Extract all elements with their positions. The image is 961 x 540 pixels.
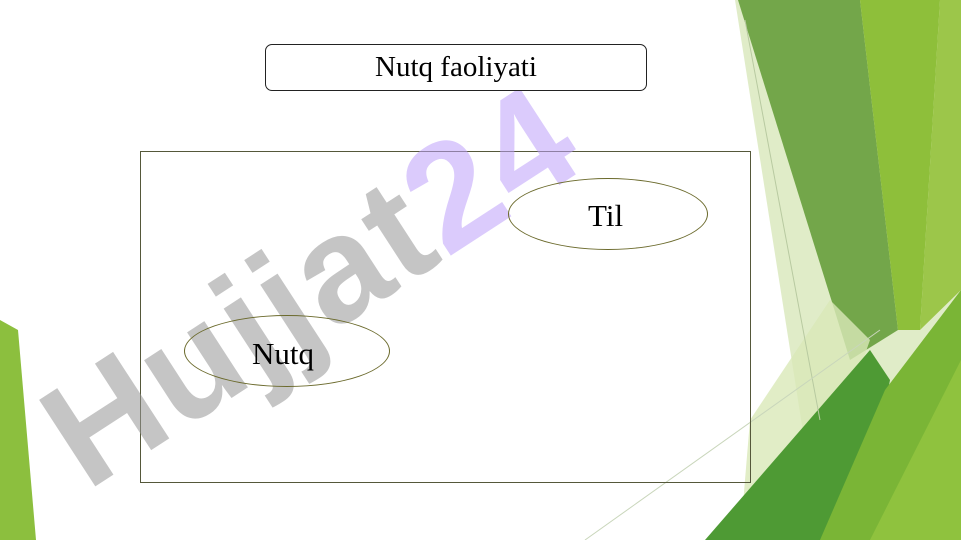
facet-line-1 (744, 19, 821, 421)
oval-bottom-label: Nutq (252, 336, 314, 371)
title-box: Nutq faoliyati (265, 44, 647, 91)
oval-bottom (184, 315, 390, 387)
facet-right-mid (738, 0, 898, 360)
facet-left-strip (0, 320, 36, 540)
facet-right-bright (860, 0, 940, 330)
facet-right-edge (920, 0, 961, 330)
oval-top (508, 178, 708, 250)
facet-line-2 (584, 329, 881, 540)
oval-top-label: Til (588, 198, 624, 233)
diagram-frame (140, 151, 751, 483)
slide-title: Nutq faoliyati (375, 51, 537, 83)
facet-lower-bright (870, 360, 961, 540)
